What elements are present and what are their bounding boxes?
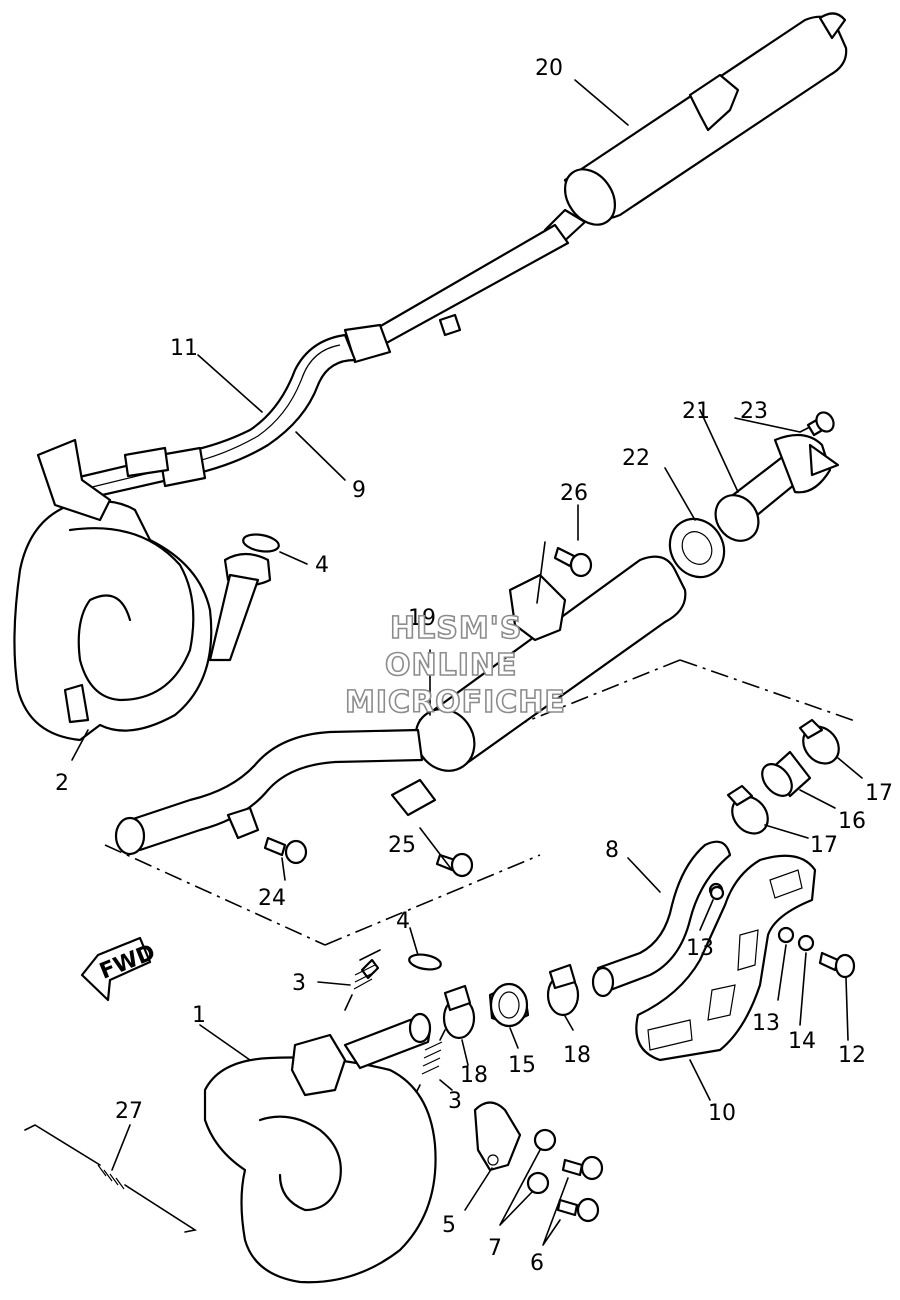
silencer-middle-19	[390, 555, 687, 817]
callout-18-right: 18	[563, 1043, 591, 1068]
callout-22: 22	[622, 446, 650, 471]
assembly-boundary	[104, 659, 859, 946]
callout-18-left: 18	[460, 1063, 488, 1088]
callout-15: 15	[508, 1053, 536, 1078]
watermark-line-3: MICROFICHE	[345, 685, 566, 720]
end-cap-21	[714, 433, 840, 542]
clamp-17-upper	[798, 718, 840, 765]
bolt-24	[263, 836, 308, 865]
watermark-line-2: ONLINE	[385, 648, 518, 683]
washer-13-lower	[777, 926, 795, 944]
callout-11: 11	[170, 336, 198, 361]
callout-12: 12	[838, 1043, 866, 1068]
callout-13-upper: 13	[686, 936, 714, 961]
joint-15	[488, 982, 530, 1028]
leader-lines	[71, 79, 863, 1246]
upper-tailpipe	[343, 223, 570, 364]
callout-3-lower: 3	[448, 1089, 462, 1114]
callout-23: 23	[740, 399, 768, 424]
bolt-26	[553, 546, 593, 578]
nut-14	[797, 934, 815, 952]
clamp-17-lower	[726, 784, 769, 835]
middle-tailpipe	[114, 728, 424, 856]
callout-8: 8	[605, 838, 619, 863]
callout-4-upper: 4	[315, 553, 329, 578]
silencer-upper-20	[543, 12, 848, 247]
callout-numbers: 20 11 9 4 2 23 21 22 26 19 25 24 17 16 1…	[55, 56, 893, 1276]
watermark: HLSM'S ONLINE MICROFICHE	[344, 610, 566, 721]
gasket-22	[668, 517, 726, 579]
callout-17-lower: 17	[810, 833, 838, 858]
gasket-ring-4-upper	[242, 533, 280, 553]
callout-25: 25	[388, 833, 416, 858]
washer-13-upper	[709, 885, 725, 901]
callout-9: 9	[352, 478, 366, 503]
callout-13-lower: 13	[752, 1011, 780, 1036]
callout-16: 16	[838, 809, 866, 834]
joint-16	[761, 750, 812, 798]
callout-10: 10	[708, 1101, 736, 1126]
callout-7: 7	[488, 1236, 502, 1261]
spring-27	[24, 1124, 198, 1233]
callout-27: 27	[115, 1099, 143, 1124]
callout-2: 2	[55, 771, 69, 796]
spring-3-upper	[344, 949, 381, 1011]
clamp-18-right	[546, 963, 580, 1017]
pipe-8	[591, 840, 732, 998]
watermark-line-1: HLSM'S	[390, 611, 522, 646]
callout-6: 6	[530, 1251, 544, 1276]
bolt-12	[818, 951, 856, 979]
upper-connecting-pipe	[73, 333, 357, 502]
callout-14: 14	[788, 1029, 816, 1054]
bolt-23	[806, 411, 835, 437]
forward-direction-arrow: FWD	[80, 936, 159, 1002]
callout-3-upper: 3	[292, 971, 306, 996]
bracket-5	[473, 1101, 522, 1172]
expansion-chamber-2	[13, 438, 272, 742]
bolt-6-lower	[556, 1197, 600, 1223]
gasket-ring-4-lower	[408, 953, 442, 971]
heat-shield-10	[635, 854, 817, 1062]
callout-4-lower: 4	[396, 909, 410, 934]
callout-19: 19	[408, 606, 436, 631]
clamp-18-left	[442, 984, 476, 1040]
callout-24: 24	[258, 886, 286, 911]
callout-1: 1	[192, 1003, 206, 1028]
callout-26: 26	[560, 481, 588, 506]
bolt-6-upper	[561, 1155, 604, 1181]
expansion-chamber-1	[203, 1012, 437, 1284]
washer-7-upper	[533, 1128, 557, 1152]
washer-7-lower	[526, 1171, 550, 1195]
callout-21: 21	[682, 399, 710, 424]
callout-5: 5	[442, 1213, 456, 1238]
callout-20: 20	[535, 56, 563, 81]
callout-17-upper: 17	[865, 781, 893, 806]
